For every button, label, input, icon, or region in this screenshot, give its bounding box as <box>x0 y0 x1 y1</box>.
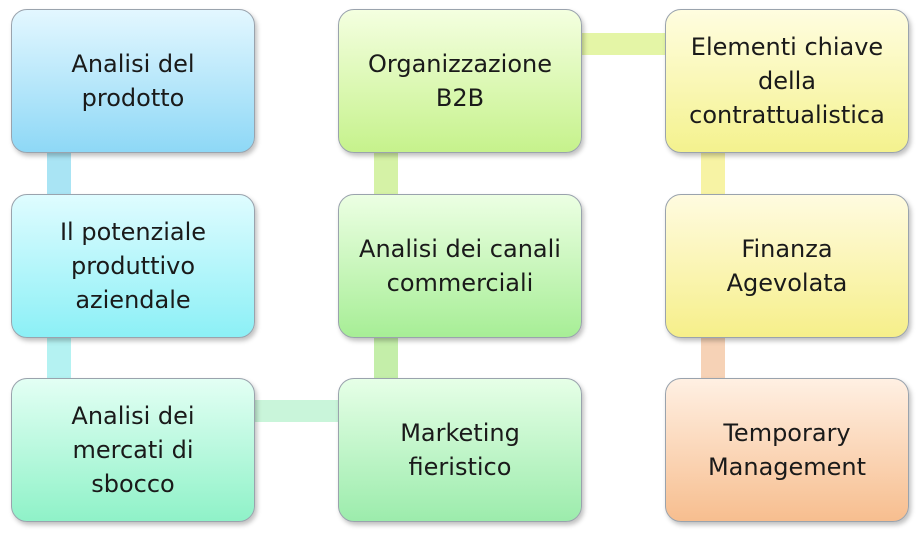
node-label: Finanza Agevolata <box>726 235 848 297</box>
connector-b8-b9 <box>701 335 725 383</box>
node-analisi-canali-commerciali: Analisi dei canali commerciali <box>338 194 582 338</box>
connector-b7-b8 <box>701 150 725 198</box>
node-label: Il potenziale produttivo aziendale <box>59 218 207 314</box>
connector-b1-b2 <box>47 150 71 198</box>
node-potenziale-produttivo: Il potenziale produttivo aziendale <box>11 194 255 338</box>
node-label: Analisi del prodotto <box>71 50 195 112</box>
connector-b4-b7 <box>579 33 669 55</box>
connector-b2-b3 <box>47 335 71 383</box>
connector-b3-b6 <box>252 400 342 422</box>
node-label: Marketing fieristico <box>400 419 520 481</box>
node-temporary-management: Temporary Management <box>665 378 909 522</box>
node-label: Temporary Management <box>707 419 867 481</box>
node-label: Elementi chiave della contrattualistica <box>689 33 885 129</box>
node-finanza-agevolata: Finanza Agevolata <box>665 194 909 338</box>
node-marketing-fieristico: Marketing fieristico <box>338 378 582 522</box>
connector-b5-b4 <box>374 150 398 198</box>
node-organizzazione-b2b: Organizzazione B2B <box>338 9 582 153</box>
node-label: Analisi dei mercati di sbocco <box>71 402 195 498</box>
node-elementi-contrattualistica: Elementi chiave della contrattualistica <box>665 9 909 153</box>
node-analisi-mercati-sbocco: Analisi dei mercati di sbocco <box>11 378 255 522</box>
connector-b6-b5 <box>374 335 398 383</box>
node-analisi-del-prodotto: Analisi del prodotto <box>11 9 255 153</box>
node-label: Organizzazione B2B <box>368 50 552 112</box>
node-label: Analisi dei canali commerciali <box>359 235 561 297</box>
